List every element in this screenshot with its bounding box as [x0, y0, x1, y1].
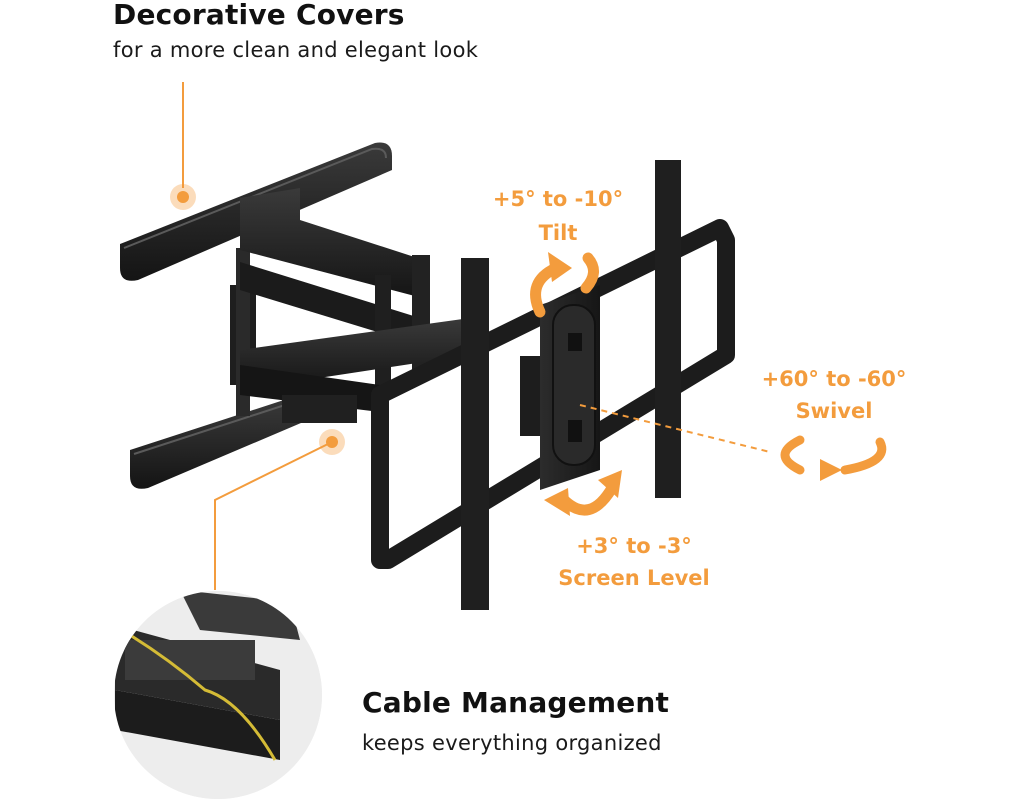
cable-management-subtitle: keeps everything organized: [362, 731, 662, 755]
cable-management-title: Cable Management: [362, 686, 670, 719]
cable-management-inset: [114, 591, 322, 799]
tv-bracket-frame: [371, 160, 735, 610]
swivel-arrow-icon: [780, 435, 887, 481]
swivel-label: Swivel: [795, 399, 873, 423]
decorative-cover-bottom: [130, 397, 308, 489]
screen-level-label: Screen Level: [558, 566, 710, 590]
tilt-plate: [540, 285, 600, 490]
cable-management-callout: [214, 429, 345, 590]
tilt-range: +5° to -10°: [492, 187, 624, 211]
screen-level-arrow-icon: [544, 470, 622, 516]
tilt-label: Tilt: [538, 221, 578, 245]
articulating-arms: [240, 188, 550, 436]
decorative-covers-subtitle: for a more clean and elegant look: [113, 38, 479, 62]
screen-level-range: +3° to -3°: [576, 534, 692, 558]
decorative-covers-callout: [170, 82, 196, 210]
tilt-arrow-icon: [530, 252, 599, 318]
swivel-range: +60° to -60°: [761, 367, 907, 391]
decorative-covers-title: Decorative Covers: [113, 0, 405, 31]
